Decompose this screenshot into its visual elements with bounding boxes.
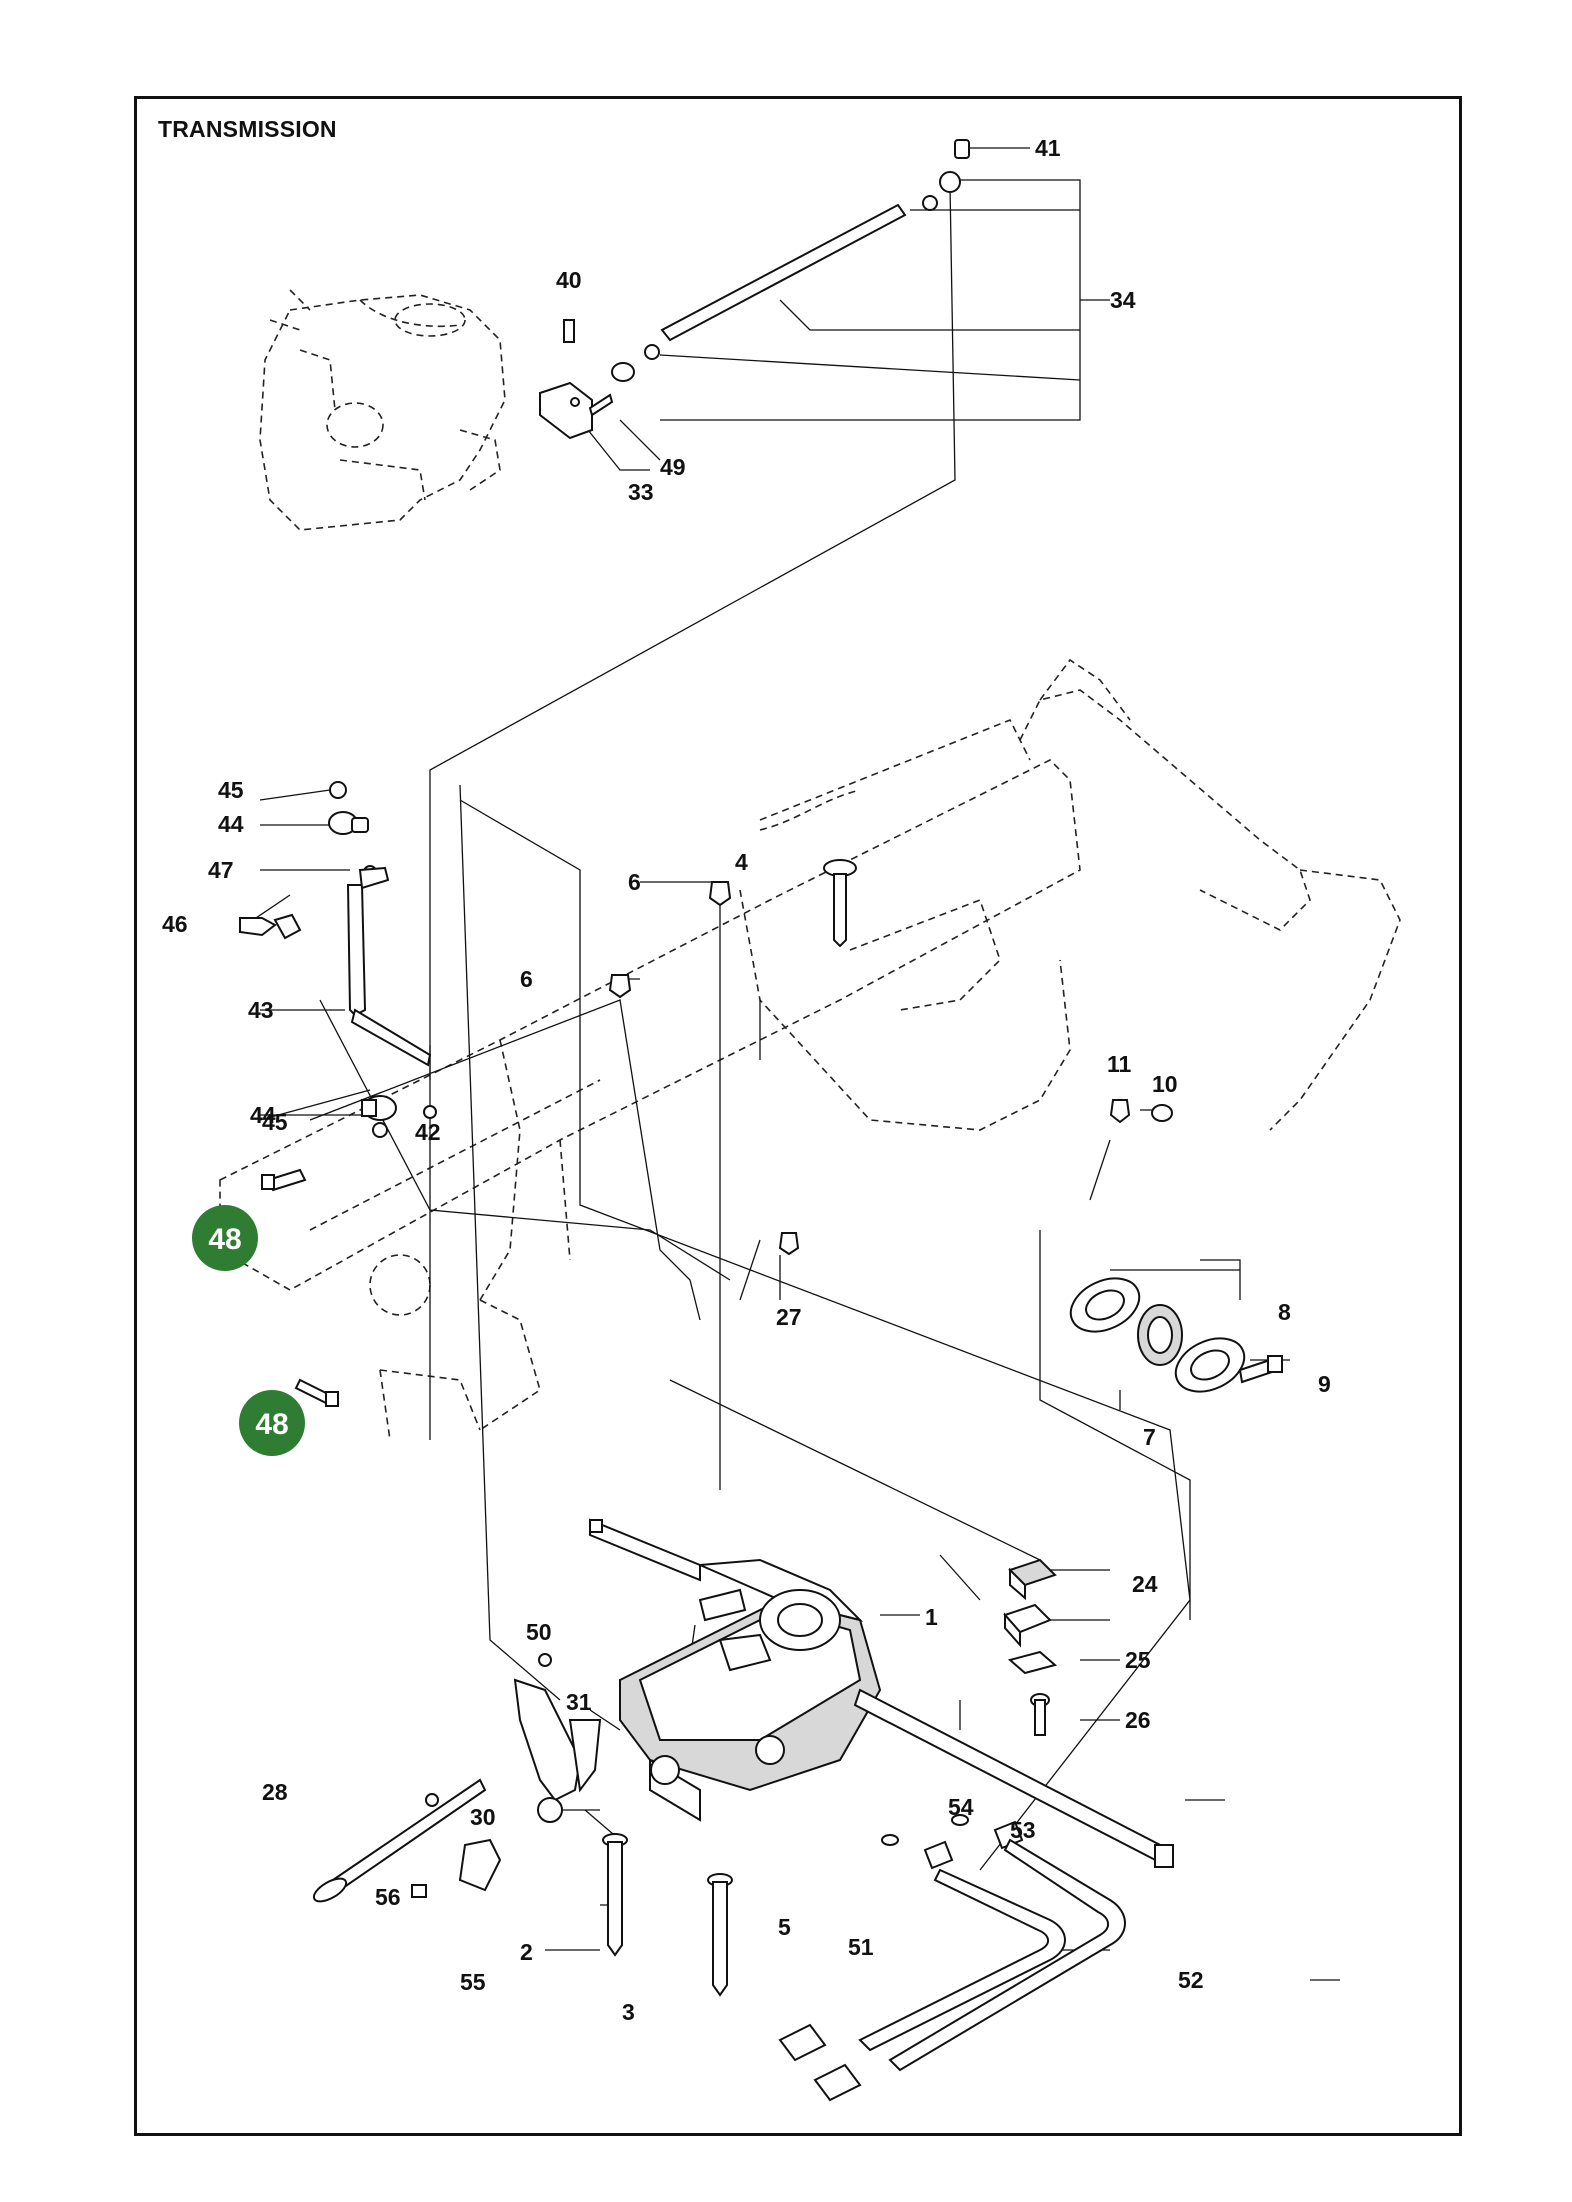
callout-53: 53 xyxy=(1010,1817,1036,1843)
callout-8: 8 xyxy=(1278,1299,1291,1325)
callout-26: 26 xyxy=(1125,1707,1151,1733)
callout-27: 27 xyxy=(776,1304,802,1330)
callout-28: 28 xyxy=(262,1779,288,1805)
lever-parts xyxy=(312,1653,602,1903)
callout-45-bottom: 45 xyxy=(262,1109,288,1135)
bolts-lower xyxy=(602,1833,733,1997)
diagram-frame xyxy=(134,96,1462,2136)
callout-42: 42 xyxy=(415,1119,441,1145)
callout-9: 9 xyxy=(1318,1371,1331,1397)
callout-48-top-badge xyxy=(192,1205,258,1271)
callout-40: 40 xyxy=(556,267,582,293)
engine-outline xyxy=(259,289,506,531)
callout-7: 7 xyxy=(1143,1424,1156,1450)
callout-10: 10 xyxy=(1152,1071,1178,1097)
callout-51: 51 xyxy=(848,1934,874,1960)
callout-31: 31 xyxy=(566,1689,592,1715)
bracket-parts-24-26 xyxy=(1003,1558,1058,1736)
fasteners-upper xyxy=(608,859,1173,1256)
callout-33: 33 xyxy=(628,479,654,505)
axle-bearing-assembly xyxy=(1069,1277,1283,1393)
callout-6-top: 6 xyxy=(628,869,641,895)
callout-50: 50 xyxy=(526,1619,552,1645)
callout-41: 41 xyxy=(1035,135,1061,161)
callout-52: 52 xyxy=(1178,1967,1204,1993)
callout-11: 11 xyxy=(1107,1051,1132,1077)
callout-49: 49 xyxy=(660,454,686,480)
callout-5: 5 xyxy=(778,1914,791,1940)
callout-30: 30 xyxy=(470,1804,496,1830)
leader-lines xyxy=(249,147,1340,1981)
callout-48-bottom-badge xyxy=(239,1390,305,1456)
chassis-frame-outline xyxy=(219,658,1401,1441)
highlighted-callouts: 48 48 xyxy=(192,1205,305,1456)
callout-25: 25 xyxy=(1125,1647,1151,1673)
callout-56: 56 xyxy=(375,1884,401,1910)
callout-45-top: 45 xyxy=(218,777,244,803)
callout-46: 46 xyxy=(162,911,188,937)
hydraulic-lines xyxy=(778,1814,1126,2102)
callout-2: 2 xyxy=(520,1939,533,1965)
callout-54: 54 xyxy=(948,1794,974,1820)
callout-labels: 41 34 40 49 33 45 44 47 46 43 44 45 42 4… xyxy=(162,135,1331,2025)
bolts-48 xyxy=(261,1168,339,1407)
shift-rod-assembly xyxy=(539,139,970,440)
callout-47: 47 xyxy=(208,857,234,883)
callout-44-bottom: 44 xyxy=(250,1102,276,1128)
shift-arm-assembly xyxy=(239,781,437,1138)
callout-6-middle: 6 xyxy=(520,966,533,992)
callout-55: 55 xyxy=(460,1969,486,1995)
callout-48-top: 48 xyxy=(208,1223,241,1256)
callout-3: 3 xyxy=(622,1999,635,2025)
callout-48-bottom: 48 xyxy=(255,1408,288,1441)
page-title: TRANSMISSION xyxy=(158,116,337,142)
callout-4: 4 xyxy=(735,849,748,875)
callout-24: 24 xyxy=(1132,1571,1158,1597)
transaxle-unit xyxy=(589,1518,1174,1868)
callout-1: 1 xyxy=(925,1604,938,1630)
callout-44-top: 44 xyxy=(218,811,244,837)
callout-34: 34 xyxy=(1110,287,1136,313)
callout-43: 43 xyxy=(248,997,274,1023)
